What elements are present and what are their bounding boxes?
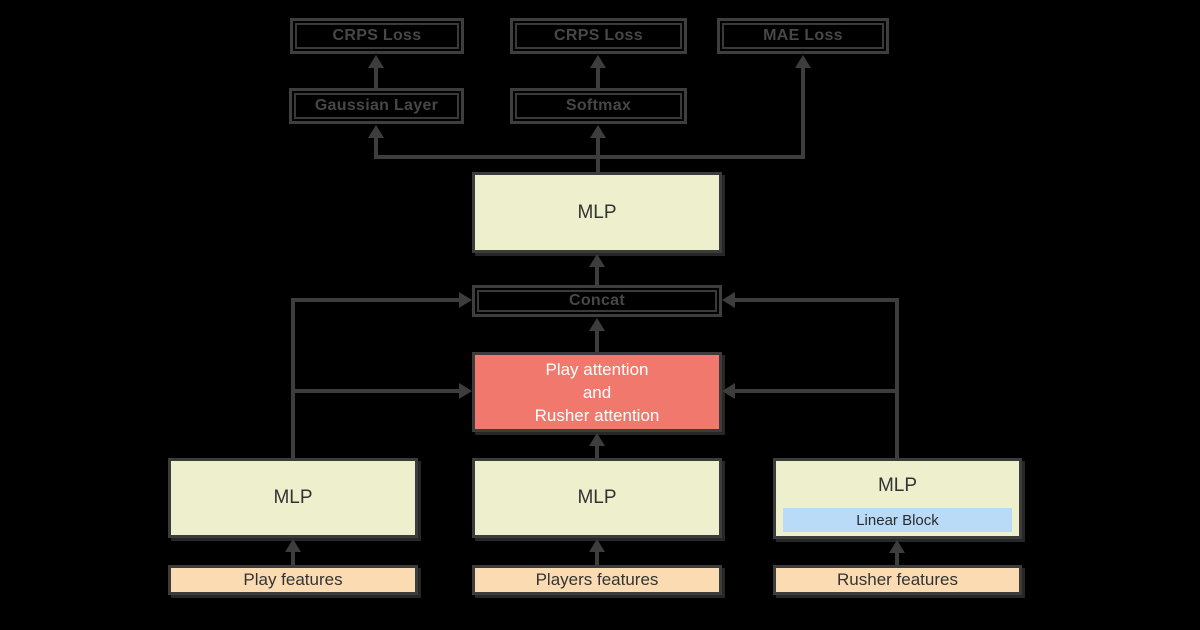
line-rusher-features-to-mlp — [895, 549, 899, 565]
arrowhead-rusher-features-to-mlp — [889, 540, 905, 553]
node-play-features: Play features — [168, 565, 418, 595]
node-mlp-top: MLP — [472, 172, 722, 253]
line-rusher-mlp-riser — [895, 298, 899, 458]
node-mlp-play: MLP — [168, 458, 418, 538]
node-play-features-label: Play features — [243, 570, 343, 589]
node-concat: Concat — [472, 285, 722, 317]
arrowhead-rusher-to-attention — [722, 383, 735, 399]
node-crps-loss-1: CRPS Loss — [290, 18, 464, 54]
arrowhead-play-to-concat — [459, 292, 472, 308]
arrowhead-attention-to-concat — [589, 318, 605, 331]
line-play-features-to-mlp — [291, 548, 295, 565]
node-gaussian-layer-label: Gaussian Layer — [314, 97, 439, 114]
arrowhead-bus-to-softmax — [590, 125, 606, 138]
node-mlp-players-label: MLP — [577, 487, 617, 508]
line-attention-to-concat — [595, 327, 599, 352]
node-mae-loss: MAE Loss — [717, 18, 889, 54]
line-players-features-to-mlp — [595, 548, 599, 565]
arrowhead-rusher-to-concat — [722, 292, 735, 308]
node-crps-loss-2-label: CRPS Loss — [554, 27, 643, 44]
line-play-to-concat — [291, 298, 459, 302]
line-mlp-to-mae — [801, 64, 805, 159]
line-players-mlp-to-attention — [595, 442, 599, 458]
node-rusher-features: Rusher features — [773, 565, 1022, 595]
node-mlp-top-label: MLP — [577, 201, 617, 223]
line-output-bus — [374, 155, 805, 159]
arrowhead-gaussian-to-crps1 — [368, 55, 384, 68]
node-players-features: Players features — [472, 565, 722, 595]
node-crps-loss-2: CRPS Loss — [510, 18, 687, 54]
attention-line-1: Play attention — [545, 359, 649, 379]
arrowhead-players-mlp-to-attention — [589, 433, 605, 446]
line-bus-to-gaussian — [374, 134, 378, 157]
attention-line-3: Rusher attention — [534, 405, 660, 425]
arrowhead-play-features-to-mlp — [285, 539, 301, 552]
node-rusher-features-label: Rusher features — [837, 570, 958, 589]
node-linear-block-label: Linear Block — [856, 511, 939, 529]
node-mlp-play-label: MLP — [273, 487, 313, 508]
line-concat-to-mlp — [595, 263, 599, 285]
attention-line-2: and — [582, 382, 612, 402]
arrowhead-softmax-to-crps2 — [590, 55, 606, 68]
node-mae-loss-label: MAE Loss — [763, 27, 843, 44]
node-players-features-label: Players features — [535, 570, 659, 589]
line-gaussian-to-crps1 — [374, 64, 378, 88]
node-gaussian-layer: Gaussian Layer — [289, 88, 464, 124]
line-play-mlp-riser — [291, 298, 295, 458]
node-attention: Play attention and Rusher attention — [472, 352, 722, 432]
line-play-to-attention — [291, 389, 459, 393]
node-softmax-label: Softmax — [565, 97, 632, 114]
arrowhead-players-features-to-mlp — [589, 539, 605, 552]
node-softmax: Softmax — [510, 88, 687, 124]
arrowhead-mlp-to-mae — [795, 55, 811, 68]
arrowhead-bus-to-gaussian — [368, 125, 384, 138]
line-rusher-to-attention — [735, 389, 899, 393]
line-mlp-to-bus — [596, 134, 600, 172]
node-concat-label: Concat — [568, 292, 626, 309]
node-linear-block: Linear Block — [783, 508, 1012, 532]
arrowhead-play-to-attention — [459, 383, 472, 399]
node-mlp-players: MLP — [472, 458, 722, 538]
node-crps-loss-1-label: CRPS Loss — [332, 27, 422, 44]
arrowhead-concat-to-mlp — [589, 254, 605, 267]
line-rusher-to-concat — [735, 298, 899, 302]
node-mlp-rusher-label: MLP — [877, 475, 918, 496]
line-softmax-to-crps2 — [596, 64, 600, 88]
